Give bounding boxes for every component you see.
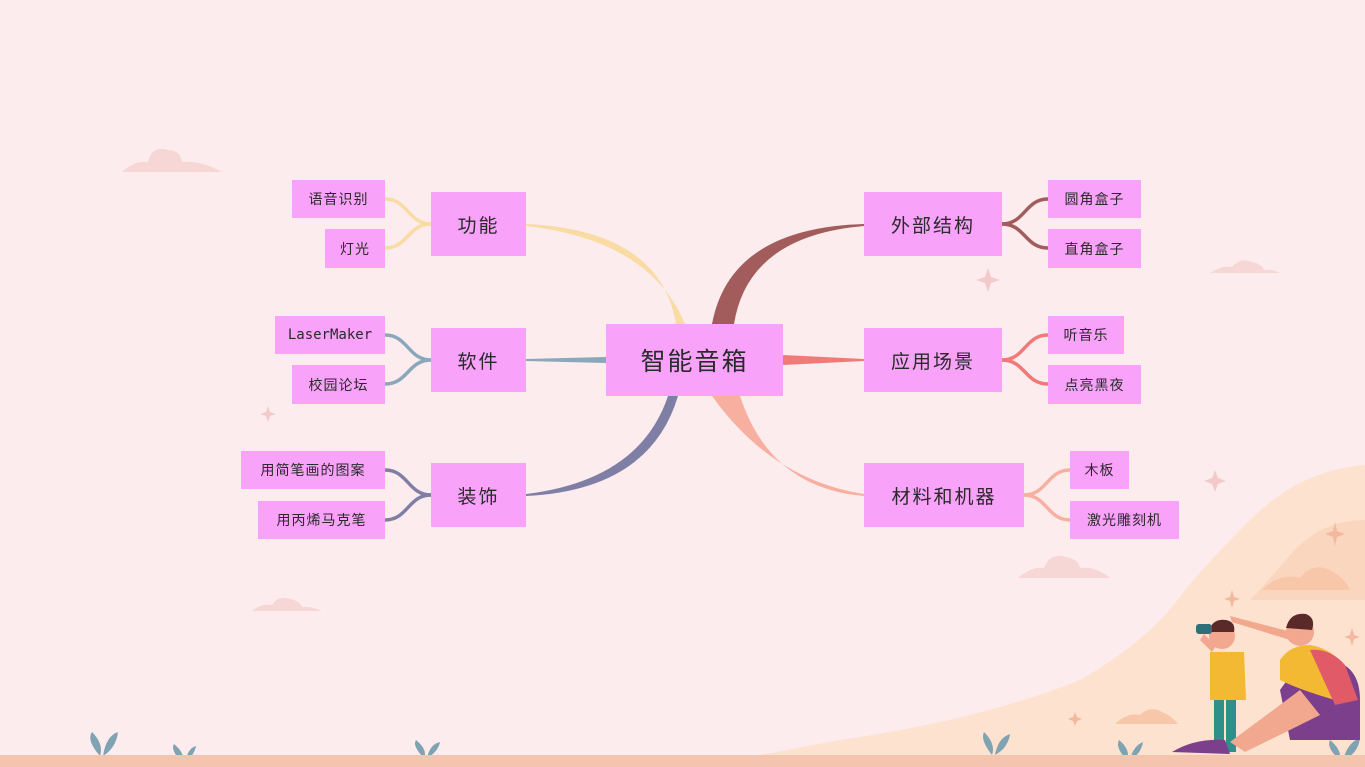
- leaf-square-box[interactable]: 直角盒子: [1048, 229, 1141, 268]
- leaf-laser-engraver[interactable]: 激光雕刻机: [1070, 501, 1179, 539]
- connector-exterior: [712, 224, 864, 324]
- connector-software: [526, 357, 606, 363]
- leaf-connector-functions: [383, 197, 433, 226]
- cloud-icon: [122, 148, 222, 172]
- leaf-connector-materials: [1022, 468, 1072, 497]
- leaf-connector-scenarios: [1000, 333, 1050, 362]
- connector-materials: [712, 396, 864, 496]
- cloud-icon: [1210, 260, 1280, 273]
- leaf-lasermaker[interactable]: LaserMaker: [275, 316, 385, 354]
- cloud-icon: [252, 597, 322, 611]
- branch-materials[interactable]: 材料和机器: [864, 463, 1024, 527]
- leaf-connector-exterior: [1000, 222, 1050, 250]
- connector-scenarios: [783, 355, 864, 365]
- branch-decoration[interactable]: 装饰: [431, 463, 526, 527]
- leaf-connector-software: [383, 358, 433, 386]
- leaf-connector-scenarios: [1000, 358, 1050, 386]
- leaf-connector-materials: [1022, 493, 1072, 522]
- ground-strip: [0, 755, 1365, 767]
- sparkle-icon: [1068, 522, 1360, 726]
- leaf-connector-software: [383, 333, 433, 362]
- child-figure: [1196, 619, 1246, 752]
- connector-functions: [526, 224, 695, 324]
- connector-decoration: [526, 396, 692, 496]
- leaf-connector-decoration: [383, 493, 433, 522]
- branch-functions[interactable]: 功能: [431, 192, 526, 256]
- root-topic[interactable]: 智能音箱: [606, 324, 783, 396]
- branch-scenarios[interactable]: 应用场景: [864, 328, 1002, 392]
- leaf-campus-forum[interactable]: 校园论坛: [292, 365, 385, 404]
- branch-exterior[interactable]: 外部结构: [864, 192, 1002, 256]
- leaf-acrylic-marker[interactable]: 用丙烯马克笔: [258, 501, 385, 539]
- leaf-connector-functions: [383, 222, 433, 250]
- leaf-connector-exterior: [1000, 197, 1050, 226]
- branch-software[interactable]: 软件: [431, 328, 526, 392]
- leaf-stick-figure-pattern[interactable]: 用简笔画的图案: [241, 451, 385, 489]
- leaf-light-up-night[interactable]: 点亮黑夜: [1048, 365, 1141, 404]
- cloud-icon: [1018, 555, 1110, 578]
- leaf-wood-board[interactable]: 木板: [1070, 451, 1129, 489]
- sparkle-icon: [260, 268, 1226, 492]
- adult-figure: [1172, 613, 1360, 754]
- leaf-speech-recognition[interactable]: 语音识别: [292, 180, 385, 218]
- leaf-rounded-box[interactable]: 圆角盒子: [1048, 180, 1141, 218]
- leaf-lighting[interactable]: 灯光: [325, 229, 385, 268]
- leaf-listen-music[interactable]: 听音乐: [1048, 316, 1124, 354]
- leaf-connector-decoration: [383, 468, 433, 497]
